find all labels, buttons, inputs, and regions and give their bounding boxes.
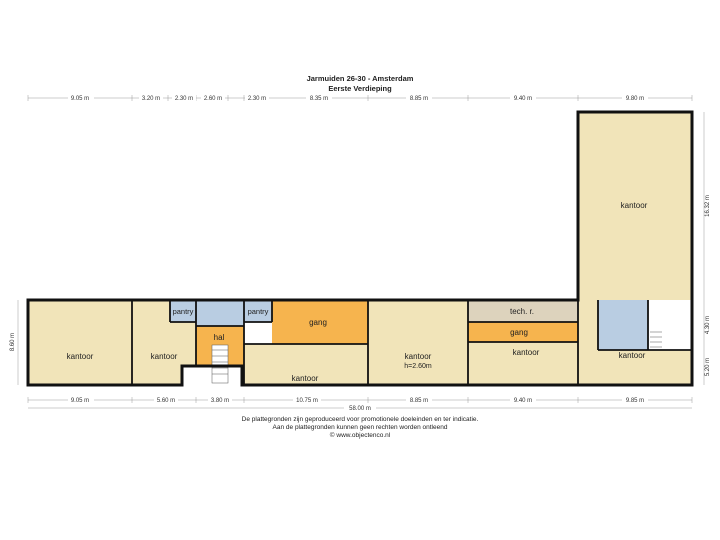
room-tech bbox=[468, 300, 578, 322]
room-kantoor-7 bbox=[578, 300, 692, 385]
dim-bottom-6: 9.40 m bbox=[514, 398, 532, 404]
room-gang-1 bbox=[272, 300, 368, 344]
plan-subtitle: Eerste Verdieping bbox=[328, 84, 392, 93]
label-kantoor-6: kantoor bbox=[621, 201, 648, 210]
label-tech: tech. r. bbox=[510, 307, 534, 316]
label-kantoor-3: kantoor bbox=[292, 374, 319, 383]
room-toilets bbox=[196, 300, 244, 326]
room-kantoor-6 bbox=[578, 112, 692, 300]
label-kantoor-4-height: h=2.60m bbox=[404, 363, 432, 370]
top-dimension-labels: 9.05 m 3.20 m 2.30 m 2.60 m 2.30 m 8.35 … bbox=[68, 94, 648, 102]
room-kantoor-3 bbox=[244, 344, 368, 385]
dim-top-9: 9.80 m bbox=[626, 96, 644, 102]
label-kantoor-7: kantoor bbox=[619, 351, 646, 360]
dim-top-2: 3.20 m bbox=[142, 96, 160, 102]
room-kantoor-4 bbox=[368, 300, 468, 385]
dim-left: 8.60 m bbox=[10, 333, 16, 351]
room-pantry-2 bbox=[244, 300, 272, 322]
dim-top-5: 2.30 m bbox=[248, 96, 266, 102]
label-kantoor-2: kantoor bbox=[151, 352, 178, 361]
room-pantry-1 bbox=[170, 300, 196, 322]
interior-walls bbox=[131, 300, 692, 385]
outer-walls bbox=[26, 110, 694, 387]
dim-bottom-3: 3.80 m bbox=[211, 398, 229, 404]
room-kantoor-5 bbox=[468, 342, 578, 385]
left-dimension: 8.60 m bbox=[10, 300, 19, 385]
dim-total: 58.00 m bbox=[349, 406, 371, 412]
room-wet-right bbox=[598, 300, 648, 350]
room-labels: kantoor kantoor pantry hal pantry gang k… bbox=[67, 201, 648, 383]
label-hal: hal bbox=[214, 333, 225, 342]
dim-top-8: 9.40 m bbox=[514, 96, 532, 102]
dim-bottom-5: 8.85 m bbox=[410, 398, 428, 404]
room-stairs-right bbox=[648, 300, 692, 352]
bottom-dimension-labels: 9.05 m 5.60 m 3.80 m 10.75 m 8.85 m 9.40… bbox=[68, 396, 648, 412]
right-dimensions: 16.32 m 4.30 m 5.20 m bbox=[703, 112, 711, 385]
stair-hal bbox=[211, 344, 229, 384]
dim-top-7: 8.85 m bbox=[410, 96, 428, 102]
room-gang-2 bbox=[468, 322, 578, 342]
label-kantoor-1: kantoor bbox=[67, 352, 94, 361]
top-dimension-line bbox=[27, 95, 693, 101]
dim-bottom-4: 10.75 m bbox=[296, 398, 318, 404]
label-gang-1: gang bbox=[309, 318, 327, 327]
label-pantry-1: pantry bbox=[173, 307, 194, 316]
label-kantoor-4: kantoor bbox=[405, 352, 432, 361]
dim-bottom-2: 5.60 m bbox=[157, 398, 175, 404]
dim-top-3: 2.30 m bbox=[175, 96, 193, 102]
label-kantoor-5: kantoor bbox=[513, 348, 540, 357]
dim-top-1: 9.05 m bbox=[71, 96, 89, 102]
label-pantry-2: pantry bbox=[248, 307, 269, 316]
label-gang-2: gang bbox=[510, 328, 528, 337]
dim-top-4: 2.60 m bbox=[204, 96, 222, 102]
dim-right-2: 4.30 m bbox=[705, 316, 711, 334]
room-kantoor-1 bbox=[28, 300, 132, 385]
disclaimer-line-2: Aan de plattegronden kunnen geen rechten… bbox=[273, 424, 448, 431]
dim-right-1: 16.32 m bbox=[705, 195, 711, 217]
dim-bottom-7: 9.85 m bbox=[626, 398, 644, 404]
disclaimer-line-1: De plattegronden zijn geproduceerd voor … bbox=[242, 416, 479, 423]
dim-right-3: 5.20 m bbox=[705, 358, 711, 376]
stair-right bbox=[650, 331, 662, 348]
plan-title: Jarmuiden 26-30 - Amsterdam bbox=[307, 74, 414, 83]
dim-top-6: 8.35 m bbox=[310, 96, 328, 102]
disclaimer-line-3: © www.objectenco.nl bbox=[330, 431, 391, 439]
room-fills bbox=[28, 112, 692, 386]
dim-bottom-1: 9.05 m bbox=[71, 398, 89, 404]
